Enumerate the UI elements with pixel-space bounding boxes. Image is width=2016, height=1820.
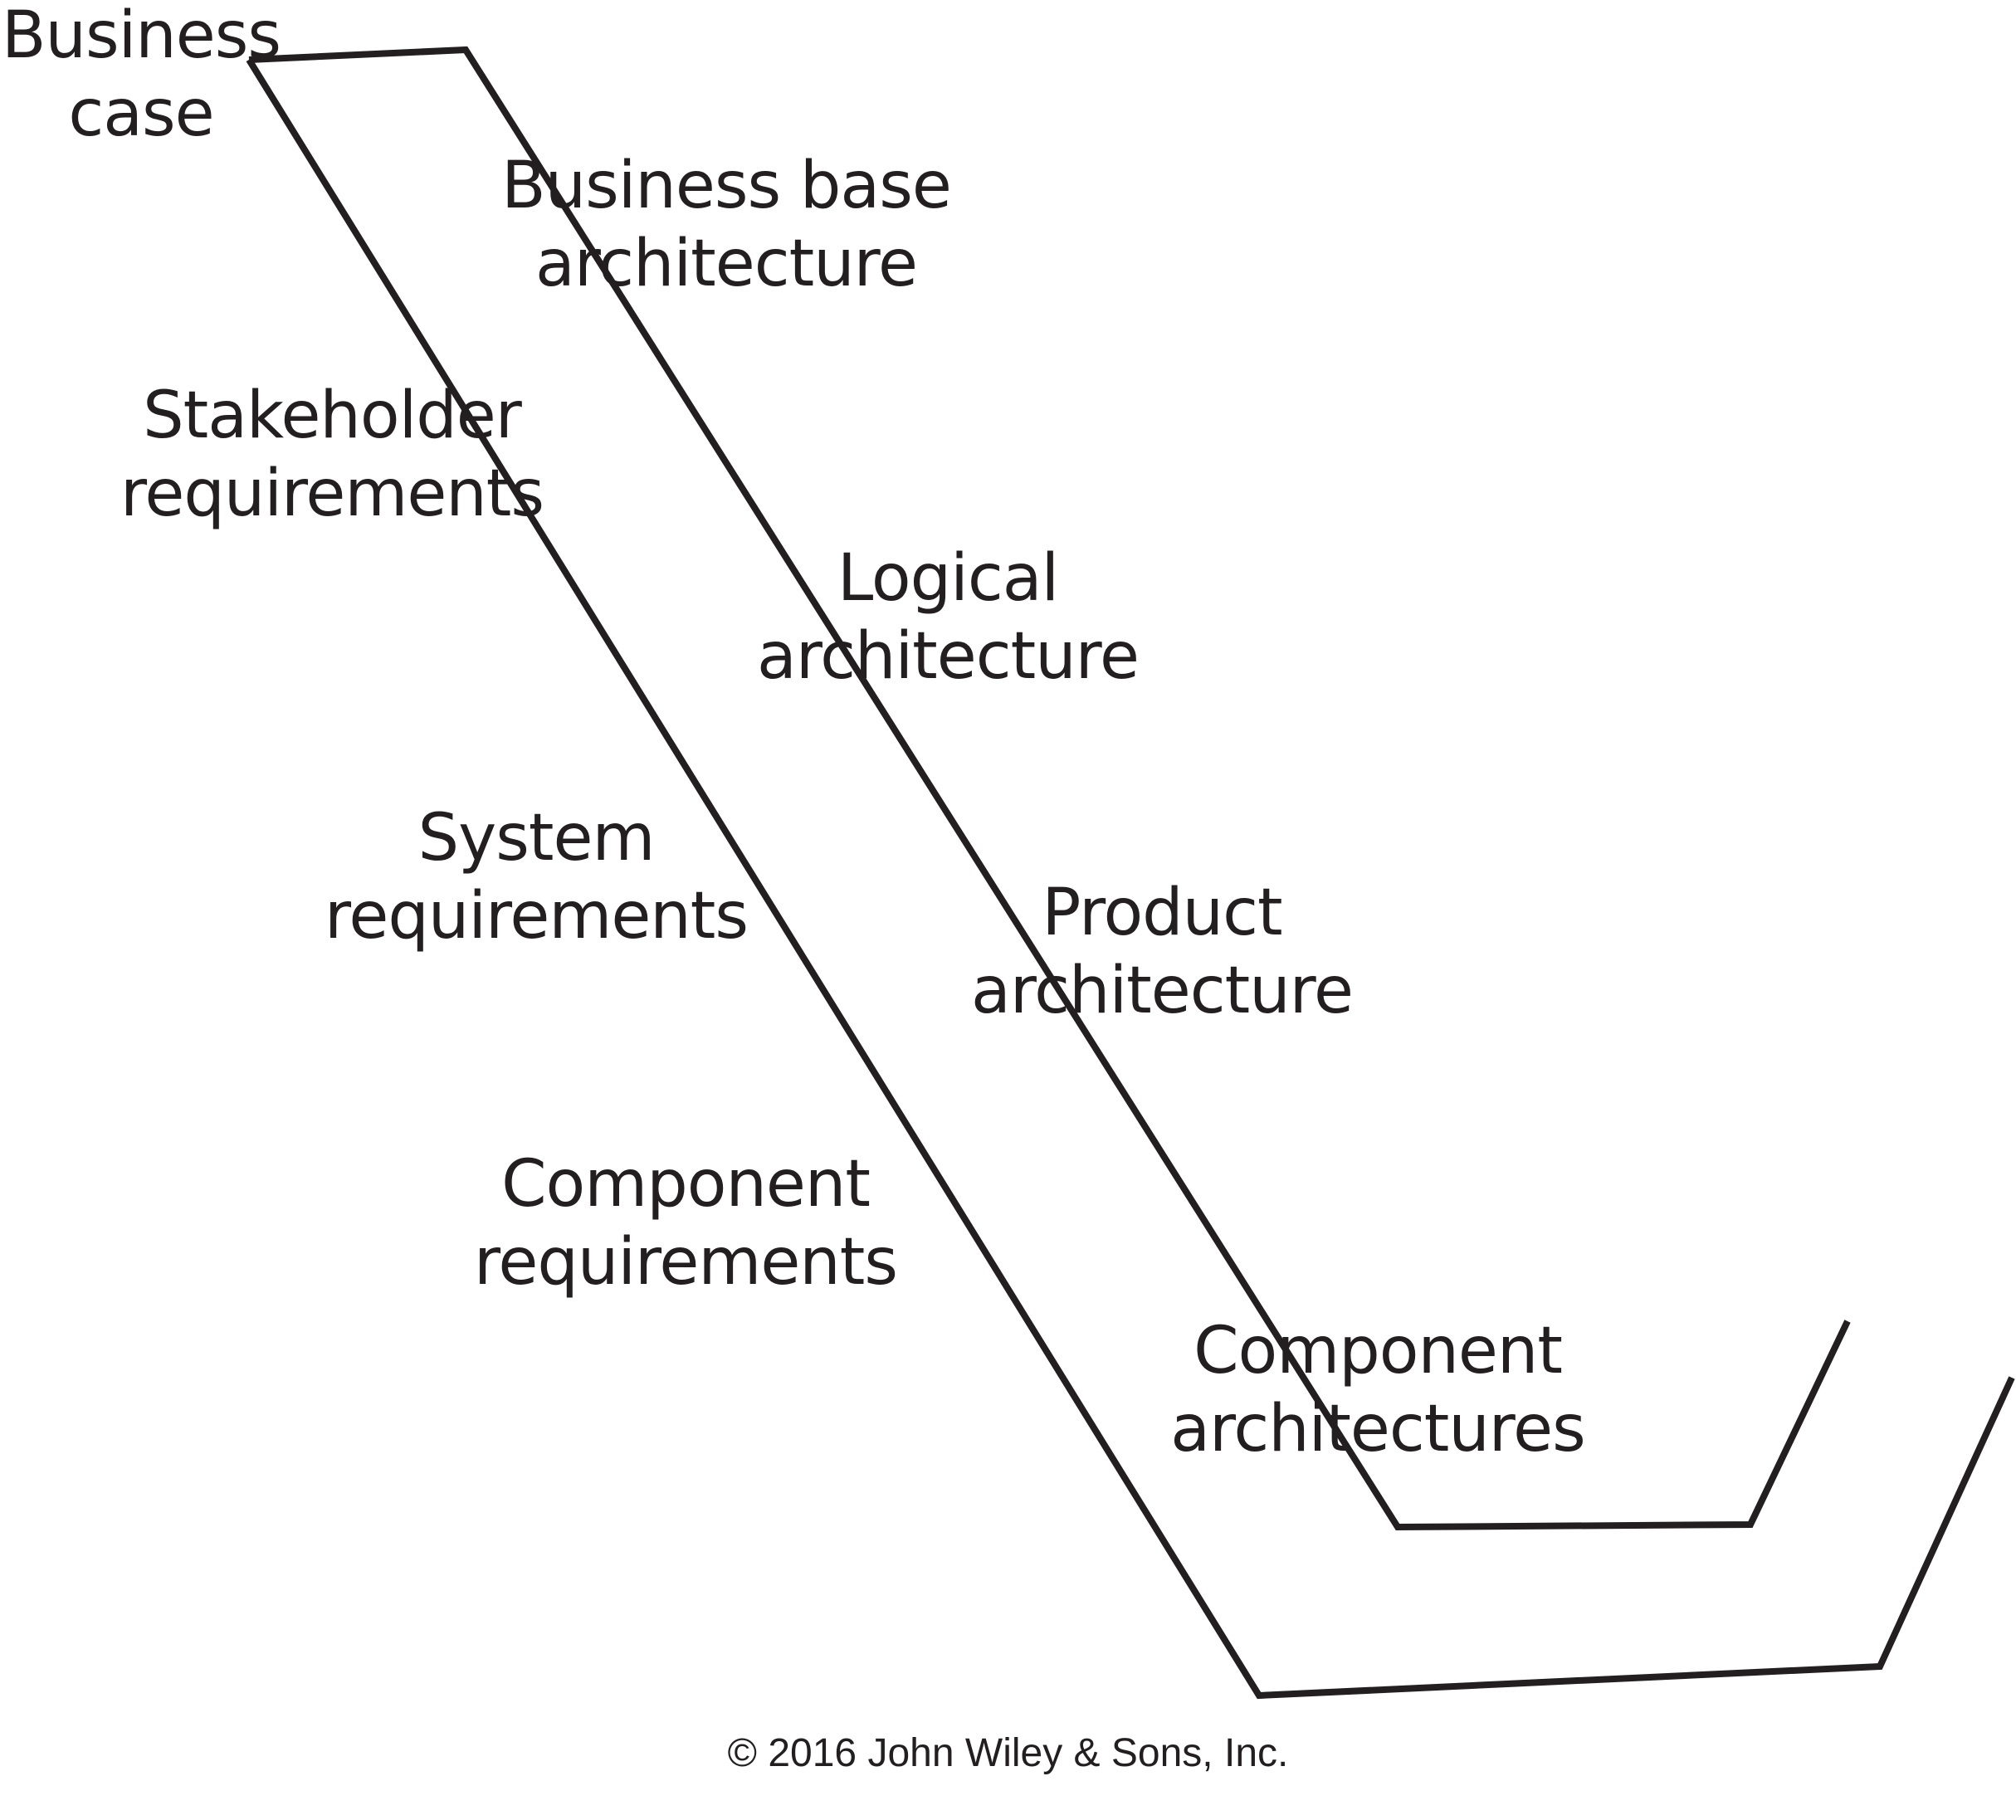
copyright-notice: © 2016 John Wiley & Sons, Inc. (727, 1731, 1289, 1775)
label-stakeholder-requirements: Stakeholder requirements (120, 378, 544, 531)
label-component-architectures: Component architectures (1170, 1314, 1586, 1466)
label-logical-architecture: Logical architecture (757, 541, 1140, 694)
label-product-architecture: Product architecture (971, 876, 1354, 1028)
outer-v-outline (246, 57, 2015, 1700)
label-component-requirements: Component requirements (474, 1147, 898, 1300)
inner-v-outline (248, 46, 1851, 1531)
label-business-case: Business case (2, 0, 281, 151)
label-system-requirements: System requirements (325, 801, 749, 954)
label-business-base-architecture: Business base architecture (501, 149, 952, 301)
